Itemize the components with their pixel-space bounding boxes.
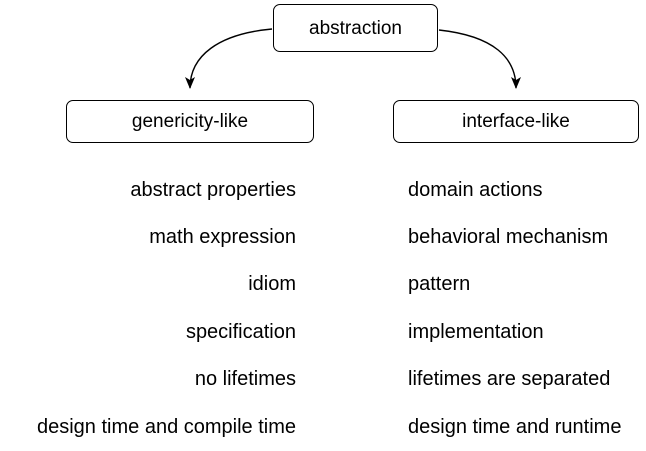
node-genericity-like-label: genericity-like (131, 111, 249, 132)
node-abstraction: abstraction (273, 4, 438, 52)
node-genericity-like: genericity-like (66, 100, 314, 143)
genericity-item: no lifetimes (194, 368, 296, 391)
interface-item: design time and runtime (408, 415, 622, 438)
interface-item: implementation (408, 320, 544, 343)
comparison-row: idiom pattern (0, 261, 646, 308)
node-interface-like: interface-like (393, 100, 639, 143)
edge-abstraction-to-genericity (185, 28, 273, 89)
comparison-rows: abstract properties domain actions math … (0, 166, 646, 450)
genericity-item: design time and compile time (36, 415, 296, 438)
interface-item: pattern (408, 273, 471, 296)
node-interface-like-label: interface-like (462, 111, 570, 132)
comparison-row: no lifetimes lifetimes are separated (0, 356, 646, 403)
genericity-item: specification (185, 320, 296, 343)
comparison-row: math expression behavioral mechanism (0, 213, 646, 260)
interface-item: behavioral mechanism (408, 226, 609, 249)
node-abstraction-label: abstraction (309, 17, 402, 39)
interface-item: domain actions (408, 178, 543, 201)
genericity-item: math expression (149, 226, 296, 249)
genericity-item: abstract properties (130, 178, 296, 201)
comparison-row: design time and compile time design time… (0, 403, 646, 450)
comparison-row: specification implementation (0, 308, 646, 355)
comparison-row: abstract properties domain actions (0, 166, 646, 213)
interface-item: lifetimes are separated (408, 368, 611, 391)
edge-abstraction-to-interface (438, 29, 521, 89)
genericity-item: idiom (248, 273, 296, 296)
